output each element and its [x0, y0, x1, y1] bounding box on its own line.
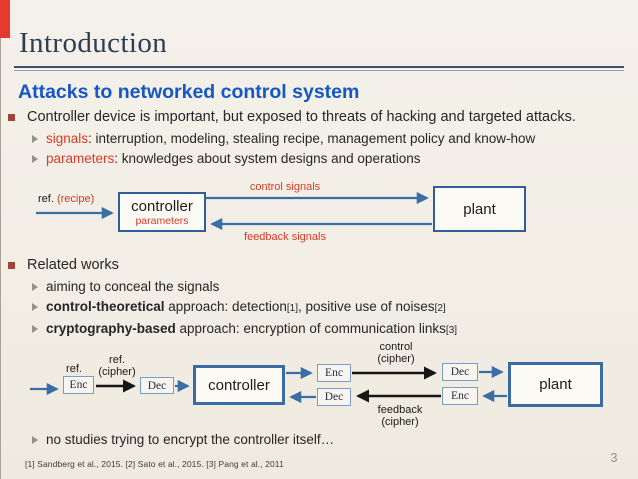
- enc-box-control: Enc: [317, 364, 351, 382]
- item-text: approach: detection: [164, 299, 287, 314]
- label-line: (cipher): [381, 416, 419, 428]
- plant-box-encrypted: plant: [508, 362, 603, 407]
- list-item-text: Controller device is important, but expo…: [27, 109, 576, 125]
- ref-recipe-label: ref. (recipe): [38, 193, 94, 205]
- ref-cipher-label: ref.(cipher): [88, 354, 146, 378]
- citation-mark: [1]: [286, 303, 298, 314]
- accent-term: signals: [46, 131, 89, 146]
- threats-list: Controller device is important, but expo…: [8, 107, 632, 169]
- item-text: , positive use of noises: [297, 299, 435, 314]
- list-item-control-theoretical: control-theoretical approach: detection[…: [8, 297, 632, 319]
- square-bullet-icon: [8, 262, 15, 269]
- list-item-parameters: parameters: knowledges about system desi…: [8, 149, 632, 169]
- label-line: ref.: [109, 354, 125, 366]
- bold-term: control-theoretical: [46, 299, 165, 314]
- dec-box-ref: Dec: [140, 377, 174, 394]
- triangle-bullet-icon: [32, 135, 38, 143]
- label-line: feedback: [377, 404, 423, 416]
- control-cipher-label: control(cipher): [361, 341, 431, 365]
- enc-box-feedback: Enc: [442, 387, 478, 405]
- list-item-text: control-theoretical approach: detection[…: [46, 297, 446, 319]
- list-item-text: signals: interruption, modeling, stealin…: [46, 129, 535, 149]
- list-item-main: Related works: [8, 255, 632, 276]
- list-item-text: Related works: [27, 257, 119, 273]
- citation-mark: [3]: [445, 325, 458, 336]
- feedback-signals-label: feedback signals: [244, 231, 326, 243]
- plant-box: plant: [433, 186, 526, 232]
- controller-box-encrypted: controller: [193, 365, 285, 405]
- triangle-bullet-icon: [32, 303, 38, 311]
- bold-term: cryptography-based: [46, 321, 176, 336]
- triangle-bullet-icon: [32, 436, 38, 444]
- item-text: approach: encryption of communication li…: [175, 321, 446, 336]
- controller-label: controller: [131, 197, 193, 215]
- accent-term: parameters: [46, 151, 115, 166]
- triangle-bullet-icon: [32, 283, 38, 291]
- parameters-label: parameters: [135, 214, 189, 227]
- dec-box-feedback: Dec: [317, 388, 351, 406]
- ref-label-text: ref.: [38, 193, 57, 205]
- list-item-main: Controller device is important, but expo…: [8, 107, 632, 128]
- controller-label: controller: [208, 376, 270, 394]
- label-line: control: [379, 341, 413, 353]
- list-item-text: no studies trying to encrypt the control…: [46, 432, 335, 447]
- enc-box-ref: Enc: [63, 376, 94, 394]
- label-line: (cipher): [377, 353, 415, 365]
- related-works-list: Related works aiming to conceal the sign…: [8, 255, 632, 341]
- citation-mark: [2]: [434, 303, 446, 314]
- ref-label: ref.: [66, 363, 82, 375]
- label-line: (cipher): [98, 366, 136, 378]
- slide-title: Introduction: [19, 27, 168, 59]
- controller-box: controller parameters: [118, 192, 206, 232]
- conclusion-list: no studies trying to encrypt the control…: [8, 430, 632, 450]
- plant-label: plant: [539, 376, 572, 393]
- triangle-bullet-icon: [32, 325, 38, 333]
- dec-box-control: Dec: [442, 363, 478, 381]
- list-item-cryptography: cryptography-based approach: encryption …: [8, 319, 632, 341]
- corner-accent-bar: [0, 0, 10, 38]
- references-footer: [1] Sandberg et al., 2015. [2] Sato et a…: [25, 459, 284, 469]
- page-number: 3: [610, 451, 618, 465]
- recipe-label-text: (recipe): [56, 193, 95, 205]
- feedback-cipher-label: feedback(cipher): [361, 404, 439, 428]
- term-description: : knowledges about system designs and op…: [114, 151, 421, 166]
- list-item-text: cryptography-based approach: encryption …: [46, 319, 457, 341]
- plant-label: plant: [463, 200, 496, 218]
- title-divider: [14, 66, 624, 71]
- square-bullet-icon: [8, 114, 15, 121]
- list-item-signals: signals: interruption, modeling, stealin…: [8, 129, 632, 149]
- term-description: : interruption, modeling, stealing recip…: [88, 131, 536, 146]
- triangle-bullet-icon: [32, 155, 38, 163]
- control-signals-label: control signals: [249, 181, 321, 193]
- section-heading: Attacks to networked control system: [18, 81, 360, 103]
- list-item-conceal: aiming to conceal the signals: [8, 277, 632, 297]
- list-item-text: parameters: knowledges about system desi…: [46, 149, 420, 169]
- list-item-text: aiming to conceal the signals: [46, 279, 220, 294]
- list-item-no-studies: no studies trying to encrypt the control…: [8, 430, 632, 450]
